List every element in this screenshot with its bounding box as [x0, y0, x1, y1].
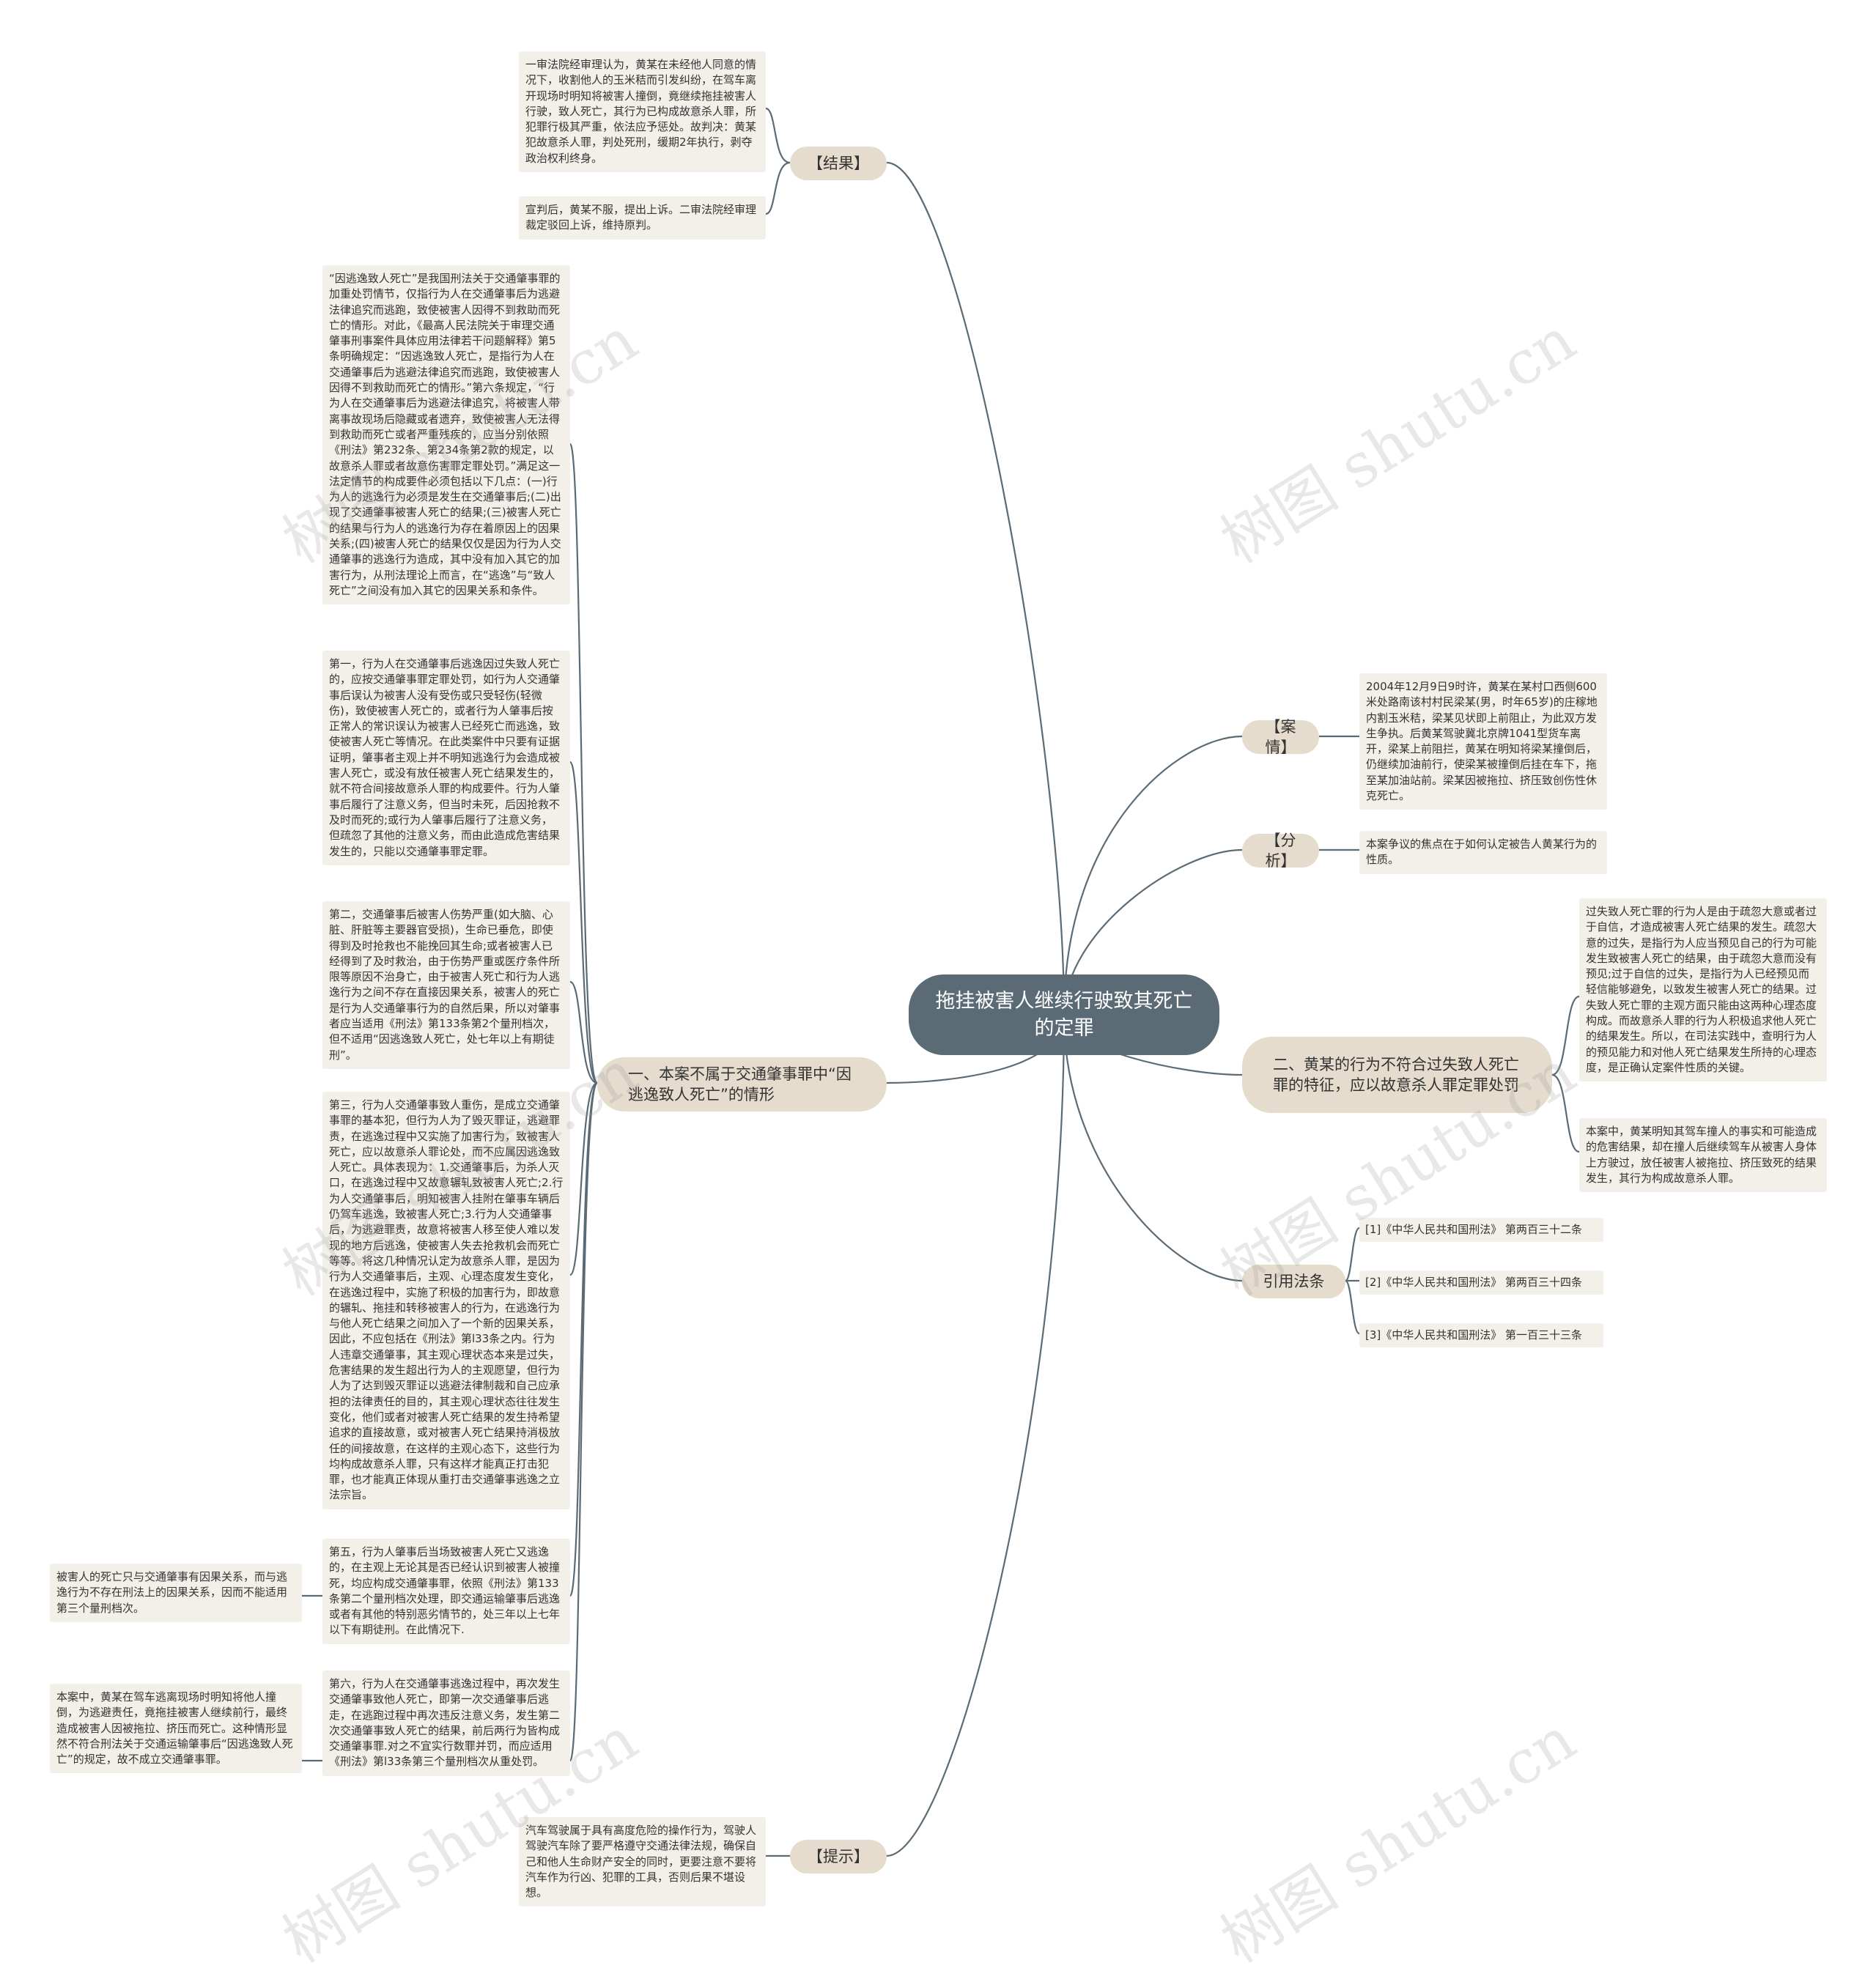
branch-case[interactable]: 【案情】: [1242, 718, 1319, 756]
leaf-point1-first[interactable]: 第一，行为人在交通肇事后逃逸因过失致人死亡的，应按交通肇事罪定罪处罚，如行为人交…: [322, 651, 570, 865]
leaf-point1-fifth[interactable]: 第五，行为人肇事后当场致被害人死亡又逃逸的，在主观上无论其是否已经认识到被害人被…: [322, 1539, 570, 1644]
leaf-analysis-focus[interactable]: 本案争议的焦点在于如何认定被告人黄某行为的性质。: [1359, 831, 1607, 874]
leaf-law-133[interactable]: [3]《中华人民共和国刑法》 第一百三十三条: [1359, 1323, 1603, 1347]
branch-result[interactable]: 【结果】: [790, 147, 887, 180]
leaf-case-facts[interactable]: 2004年12月9日9时许，黄某在某村口西侧600米处路南该村村民梁某(男，时年…: [1359, 673, 1607, 810]
leaf-point2-conclusion[interactable]: 本案中，黄某明知其驾车撞人的事实和可能造成的危害结果，却在撞人后继续驾车从被害人…: [1579, 1118, 1827, 1193]
leaf-point2-negligence[interactable]: 过失致人死亡罪的行为人是由于疏忽大意或者过于自信，才造成被害人死亡结果的发生。疏…: [1579, 898, 1827, 1082]
leaf-result-second-instance[interactable]: 宣判后，黄某不服，提出上诉。二审法院经审理裁定驳回上诉，维持原判。: [519, 196, 766, 240]
leaf-result-first-instance[interactable]: 一审法院经审理认为，黄某在未经他人同意的情况下，收割他人的玉米秸而引发纠纷，在驾…: [519, 51, 766, 173]
branch-tip[interactable]: 【提示】: [790, 1840, 887, 1873]
leaf-tip-driving[interactable]: 汽车驾驶属于具有高度危险的操作行为，驾驶人驾驶汽车除了要严格遵守交通法律法规，确…: [519, 1817, 766, 1907]
branch-point2-label: 二、黄某的行为不符合过失致人死亡罪的特征，应以故意杀人罪定罪处罚: [1273, 1056, 1519, 1094]
leaf-law-234[interactable]: [2]《中华人民共和国刑法》 第两百三十四条: [1359, 1270, 1603, 1295]
branch-case-label: 【案情】: [1265, 718, 1296, 756]
leaf-point1-sixth[interactable]: 第六，行为人在交通肇事逃逸过程中，再次发生交通肇事致他人死亡，即第一次交通肇事后…: [322, 1671, 570, 1776]
branch-point2[interactable]: 二、黄某的行为不符合过失致人死亡罪的特征，应以故意杀人罪定罪处罚: [1242, 1037, 1552, 1113]
branch-tip-label: 【提示】: [808, 1848, 869, 1865]
leaf-point1-case-conclusion[interactable]: 本案中，黄某在驾车逃离现场时明知将他人撞倒，为逃避责任，竟拖挂被害人继续前行，最…: [50, 1684, 302, 1774]
branch-result-label: 【结果】: [808, 155, 869, 172]
root-topic[interactable]: 拖挂被害人继续行驶致其死亡的定罪: [909, 974, 1219, 1055]
leaf-point1-second[interactable]: 第二，交通肇事后被害人伤势严重(如大脑、心脏、肝脏等主要器官受损)，生命已垂危，…: [322, 901, 570, 1069]
branch-analysis-label: 【分析】: [1265, 832, 1296, 870]
branch-laws-label: 引用法条: [1263, 1273, 1325, 1290]
leaf-point1-third[interactable]: 第三，行为人交通肇事致人重伤，是成立交通肇事罪的基本犯，但行为人为了毁灭罪证，逃…: [322, 1092, 570, 1509]
leaf-point1-fifth-detail[interactable]: 被害人的死亡只与交通肇事有因果关系，而与逃逸行为不存在刑法上的因果关系，因而不能…: [50, 1564, 302, 1622]
root-title: 拖挂被害人继续行驶致其死亡的定罪: [935, 990, 1193, 1040]
leaf-law-232[interactable]: [1]《中华人民共和国刑法》 第两百三十二条: [1359, 1218, 1603, 1242]
leaf-point1-definition[interactable]: “因逃逸致人死亡”是我国刑法关于交通肇事罪的加重处罚情节，仅指行为人在交通肇事后…: [322, 265, 570, 605]
branch-analysis[interactable]: 【分析】: [1242, 832, 1319, 870]
branch-laws[interactable]: 引用法条: [1242, 1265, 1345, 1298]
branch-point1[interactable]: 一、本案不属于交通肇事罪中“因逃逸致人死亡”的情形: [597, 1057, 887, 1111]
branch-point1-label: 一、本案不属于交通肇事罪中“因逃逸致人死亡”的情形: [628, 1065, 852, 1103]
